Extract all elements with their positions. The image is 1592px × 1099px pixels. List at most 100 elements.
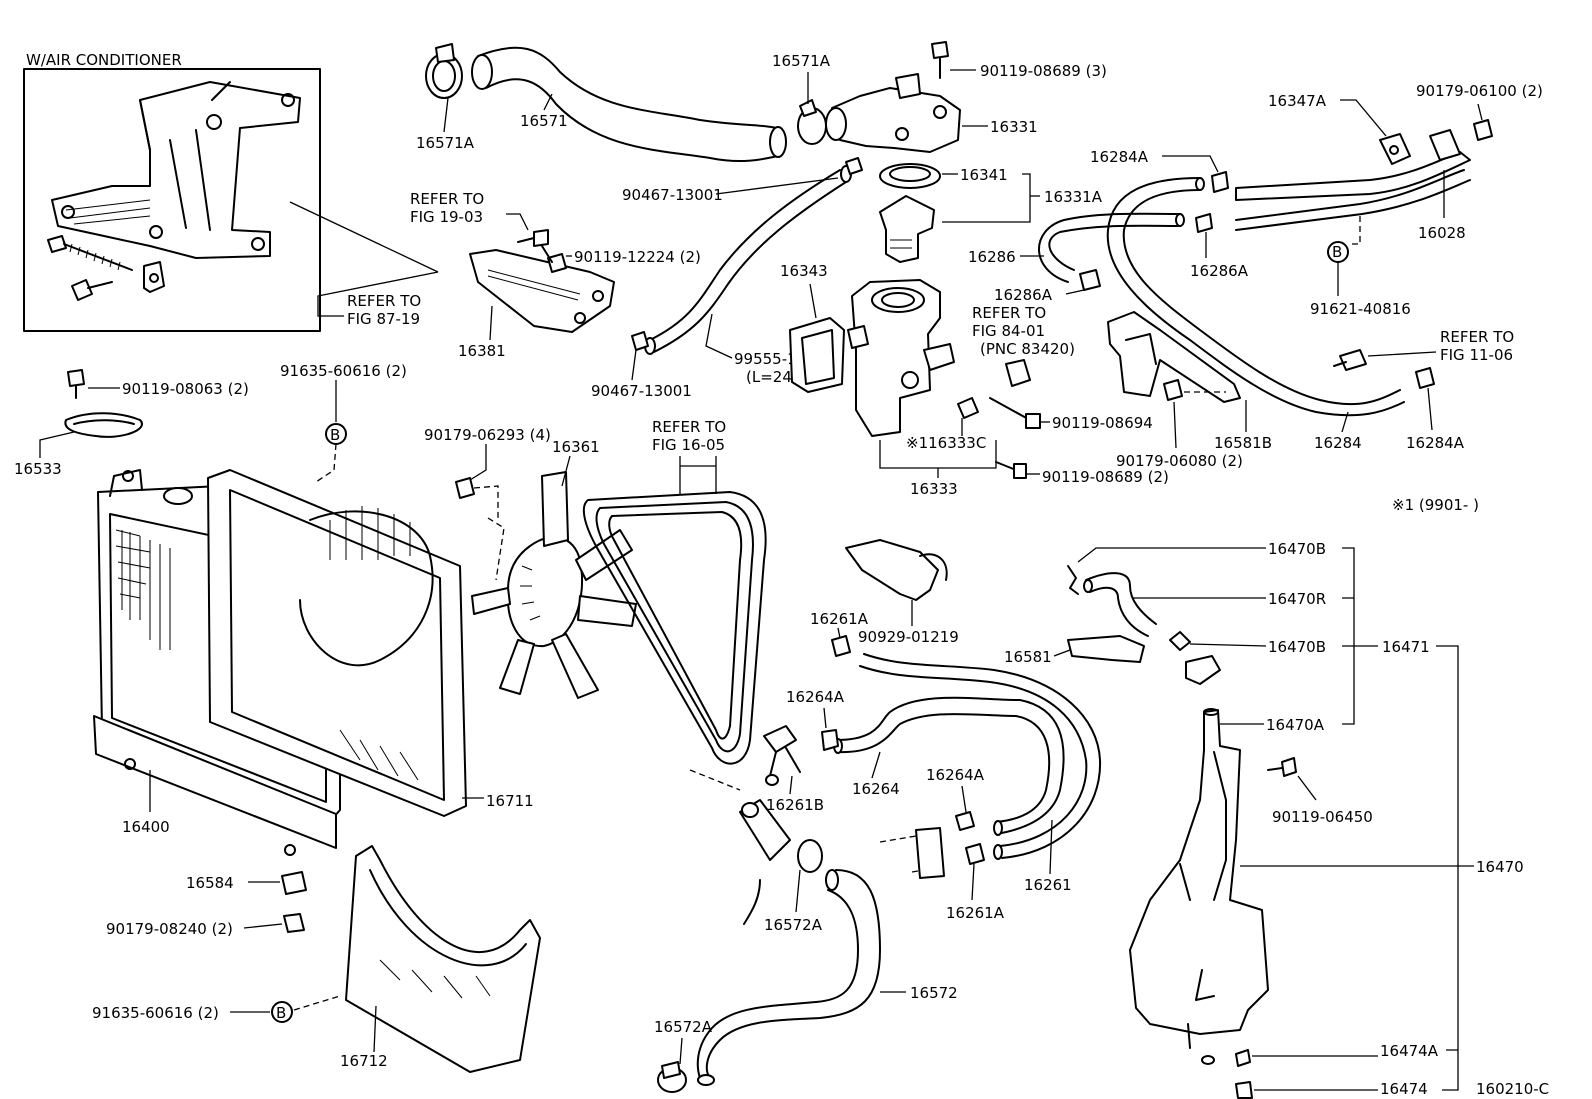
circle-b-marker-bottom: B [276,1004,286,1022]
refer-fig-87-19: REFER TO FIG 87-19 [289,201,439,328]
gasket-16347A [1379,129,1461,165]
ref-11-06-line2: FIG 11-06 [1440,346,1513,364]
bracket-16381 [469,249,615,333]
circle-b-top: B [325,423,347,445]
ref-19-03-line1: REFER TO [410,190,484,208]
clamp-90467-top [845,157,863,175]
label-16261: 16261 [1024,876,1072,894]
label-16343: 16343 [780,262,828,280]
gasket-16341 [879,163,941,189]
clip-16474A [1235,1049,1251,1067]
label-16347A: 16347A [1268,92,1327,110]
circle-b-91621: B [1327,241,1349,263]
label-90467-13001-bottom: 90467-13001 [591,382,692,400]
hose-16572 [696,869,881,1086]
ref-11-06-line1: REFER TO [1440,328,1514,346]
label-90179-06080: 90179-06080 (2) [1116,452,1243,470]
label-16284A-top: 16284A [1090,148,1149,166]
label-91621-40816: 91621-40816 [1310,300,1411,318]
label-16261A-bottom: 16261A [946,904,1005,922]
bolt-90119-08063 [67,369,85,399]
label-16261A-top: 16261A [810,610,869,628]
water-inlet-housing [847,279,955,437]
label-16712: 16712 [340,1052,388,1070]
label-90179-08240: 90179-08240 (2) [106,920,233,938]
label-16571A-left: 16571A [416,134,475,152]
fan-16361 [471,471,637,699]
ref-84-01-line1: REFER TO [972,304,1046,322]
label-90179-06100: 90179-06100 (2) [1416,82,1543,100]
label-16470A: 16470A [1266,716,1325,734]
hose-clamp-16571A-left [425,43,463,99]
label-16584: 16584 [186,874,234,892]
label-16470B-top: 16470B [1268,540,1326,558]
bolt-90119-06450 [1267,757,1297,777]
clamp-16264A-b [955,811,975,831]
clamp-16284A-bottom [1415,367,1435,389]
water-outlet-housing [825,73,961,153]
circle-b-marker-top-left: B [330,426,340,444]
hose-16264 [833,653,1102,860]
label-16581B: 16581B [1214,434,1272,452]
ref-87-19-line1: REFER TO [347,292,421,310]
hose-clamp-16571A-top [797,99,827,145]
label-16264A-a: 16264A [786,688,845,706]
ref-84-01-line2: FIG 84-01 [972,322,1045,340]
label-116333C: ※116333C [906,434,986,452]
label-16381: 16381 [458,342,506,360]
clamp-16286A-upper [1195,213,1213,233]
label-16471: 16471 [1382,638,1430,656]
ref-87-19-line2: FIG 87-19 [347,310,420,328]
cap-16474 [1235,1081,1253,1099]
label-16400: 16400 [122,818,170,836]
sensor-fig-84-01 [1005,359,1031,387]
gasket-16343 [789,317,845,393]
label-16571A-top: 16571A [772,52,831,70]
label-16331A: 16331A [1044,188,1103,206]
bolt-90119-08689-3 [931,41,949,79]
nut-90179-06080 [1163,379,1183,401]
clamp-16572A-bottom [657,1061,687,1093]
drawing-code: 160210-C [1476,1080,1549,1098]
hose-16470R [1083,572,1157,637]
label-16286A-upper: 16286A [1190,262,1249,280]
footnote: ※1 (9901- ) [1392,496,1479,514]
label-90179-06293: 90179-06293 (4) [424,426,551,444]
label-16474: 16474 [1380,1080,1428,1098]
reservoir-tank [1129,708,1269,1065]
cap-fitting [1185,655,1221,685]
clamp-90467-bottom [631,331,649,351]
bracket-90929 [845,539,948,601]
label-16470: 16470 [1476,858,1524,876]
label-16581: 16581 [1004,648,1052,666]
grommet-90179-08240 [283,913,305,933]
bracket-16581 [1067,635,1145,663]
clamp-16470B-top [1067,565,1079,595]
thermostat [879,195,935,263]
cushion-16584 [281,871,307,895]
clamp-16284A-top [1211,171,1229,193]
label-16470B-bottom: 16470B [1268,638,1326,656]
label-90467-13001-top: 90467-13001 [622,186,723,204]
ac-long-bolt [47,235,133,271]
label-16533: 16533 [14,460,62,478]
label-90119-08063: 90119-08063 (2) [122,380,249,398]
label-16571: 16571 [520,112,568,130]
label-16572: 16572 [910,984,958,1002]
label-16286A-lower: 16286A [994,286,1053,304]
bolt-90119-12224 [541,245,567,273]
valve-dashed [879,827,945,879]
label-16284: 16284 [1314,434,1362,452]
ac-bracket [51,81,301,259]
hose-16284 [1106,177,1405,417]
label-16286: 16286 [968,248,1016,266]
nut-90179-06293 [455,477,475,499]
label-90119-08689-2: 90119-08689 (2) [1042,468,1169,486]
inset-frame [23,68,321,332]
clamp-16470B-bottom [1169,631,1191,651]
circle-b-bottom: B [271,1001,293,1023]
label-16333: 16333 [910,480,958,498]
ref-19-03-line2: FIG 19-03 [410,208,483,226]
pipe-16028 [1235,151,1471,231]
